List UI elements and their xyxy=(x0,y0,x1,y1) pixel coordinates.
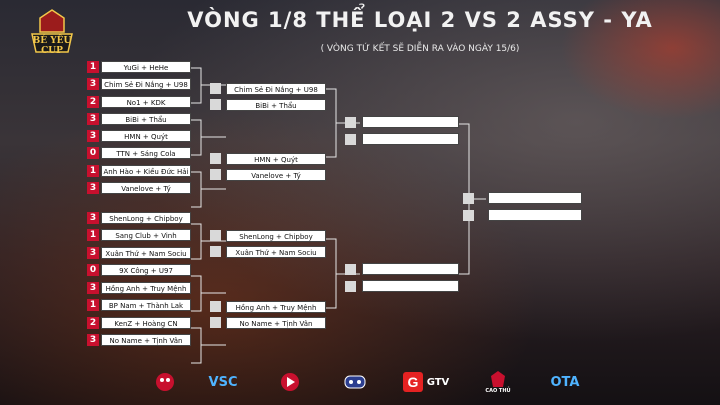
quarterfinal-slot xyxy=(210,169,221,180)
team-name: YuGi + HeHe xyxy=(101,61,191,73)
g-logo-icon: G xyxy=(402,372,423,392)
team-name: Vanelove + Tý xyxy=(101,182,191,194)
team-name: BiBi + Thẩu xyxy=(101,113,191,125)
cao-thu-label: CAO THỦ xyxy=(485,388,511,394)
match-score: 3 xyxy=(87,130,99,142)
quarterfinal-slot xyxy=(210,301,221,312)
sponsor-argus xyxy=(140,368,190,396)
semifinal-team-box xyxy=(362,133,459,145)
quarterfinal-team: BiBi + Thẩu xyxy=(226,99,326,111)
background-glow xyxy=(560,0,720,120)
page-title: VÒNG 1/8 THỂ LOẠI 2 VS 2 ASSY - YA xyxy=(187,8,653,32)
team-name: KenZ + Hoàng CN xyxy=(101,317,191,329)
sponsor-vsc: VSC xyxy=(208,374,238,390)
be-yeu-cup-logo: BÉ YÊU CUP xyxy=(24,8,80,60)
quarterfinal-slot xyxy=(210,99,221,110)
semifinal-slot xyxy=(345,281,356,292)
match-score: 1 xyxy=(87,229,99,241)
match-score: 2 xyxy=(87,96,99,108)
quarterfinal-team: Chim Sẻ Đi Nắng + U98 xyxy=(226,83,326,95)
team-name: No Name + Tịnh Vân xyxy=(101,334,191,346)
match-score: 3 xyxy=(87,334,99,346)
match-score: 3 xyxy=(87,182,99,194)
quarterfinal-slot xyxy=(210,83,221,94)
semifinal-slot xyxy=(345,264,356,275)
sponsor-fuked xyxy=(338,368,372,396)
team-name: Anh Hào + Kiều Đức Hải xyxy=(101,165,191,177)
quarterfinal-slot xyxy=(210,230,221,241)
semifinal-team-box xyxy=(362,263,459,275)
mascot-logo-icon xyxy=(156,373,174,391)
team-name: Hồng Anh + Truy Mệnh xyxy=(101,282,191,294)
quarterfinal-slot xyxy=(210,246,221,257)
logo-text: BÉ YÊU CUP xyxy=(32,36,72,56)
match-score: 3 xyxy=(87,212,99,224)
page-subtitle: ( VÒNG TỨ KẾT SẼ DIỄN RA VÀO NGÀY 15/6) xyxy=(320,44,520,54)
semifinal-team-box xyxy=(362,116,459,128)
match-score: 1 xyxy=(87,299,99,311)
quarterfinal-team: No Name + Tịnh Vân xyxy=(226,317,326,329)
team-name: Sang Club + Vinh xyxy=(101,229,191,241)
quarterfinal-team: Vanelove + Tý xyxy=(226,169,326,181)
sponsor-play xyxy=(275,368,305,396)
quarterfinal-slot xyxy=(210,317,221,328)
sponsor-gtv: G GTV xyxy=(398,368,454,396)
match-score: 3 xyxy=(87,247,99,259)
team-name: ShenLong + Chipboy xyxy=(101,212,191,224)
match-score: 2 xyxy=(87,317,99,329)
semifinal-slot xyxy=(345,117,356,128)
semifinal-slot xyxy=(345,134,356,145)
team-name: BP Nam + Thành Lak xyxy=(101,299,191,311)
svg-text:G: G xyxy=(407,374,418,390)
quarterfinal-team: Xuân Thứ + Nam Sociu xyxy=(226,246,326,258)
team-name: No1 + KDK xyxy=(101,96,191,108)
match-score: 1 xyxy=(87,61,99,73)
quarterfinal-team: ShenLong + Chipboy xyxy=(226,230,326,242)
match-score: 3 xyxy=(87,282,99,294)
final-slot xyxy=(463,193,474,204)
quarterfinal-team: HMN + Quýt xyxy=(226,153,326,165)
match-score: 1 xyxy=(87,165,99,177)
helmet-logo-icon xyxy=(491,371,505,387)
quarterfinal-team: Hồng Anh + Truy Mệnh xyxy=(226,301,326,313)
final-team-box xyxy=(488,209,582,221)
quarterfinal-slot xyxy=(210,153,221,164)
match-score: 0 xyxy=(87,264,99,276)
play-logo-icon xyxy=(281,373,299,391)
match-score: 3 xyxy=(87,113,99,125)
team-name: HMN + Quýt xyxy=(101,130,191,142)
final-slot xyxy=(463,210,474,221)
gtv-label: GTV xyxy=(426,376,450,388)
final-team-box xyxy=(488,192,582,204)
team-name: Xuân Thứ + Nam Sociu xyxy=(101,247,191,259)
match-score: 0 xyxy=(87,147,99,159)
gamepad-logo-icon xyxy=(344,375,366,389)
team-name: TTN + Sáng Cola xyxy=(101,147,191,159)
team-name: 9X Công + U97 xyxy=(101,264,191,276)
semifinal-team-box xyxy=(362,280,459,292)
sponsor-ota: OTA xyxy=(550,374,580,390)
match-score: 3 xyxy=(87,78,99,90)
sponsor-cao-thu: CAO THỦ xyxy=(478,368,518,396)
team-name: Chim Sẻ Đi Nắng + U98 xyxy=(101,78,191,90)
